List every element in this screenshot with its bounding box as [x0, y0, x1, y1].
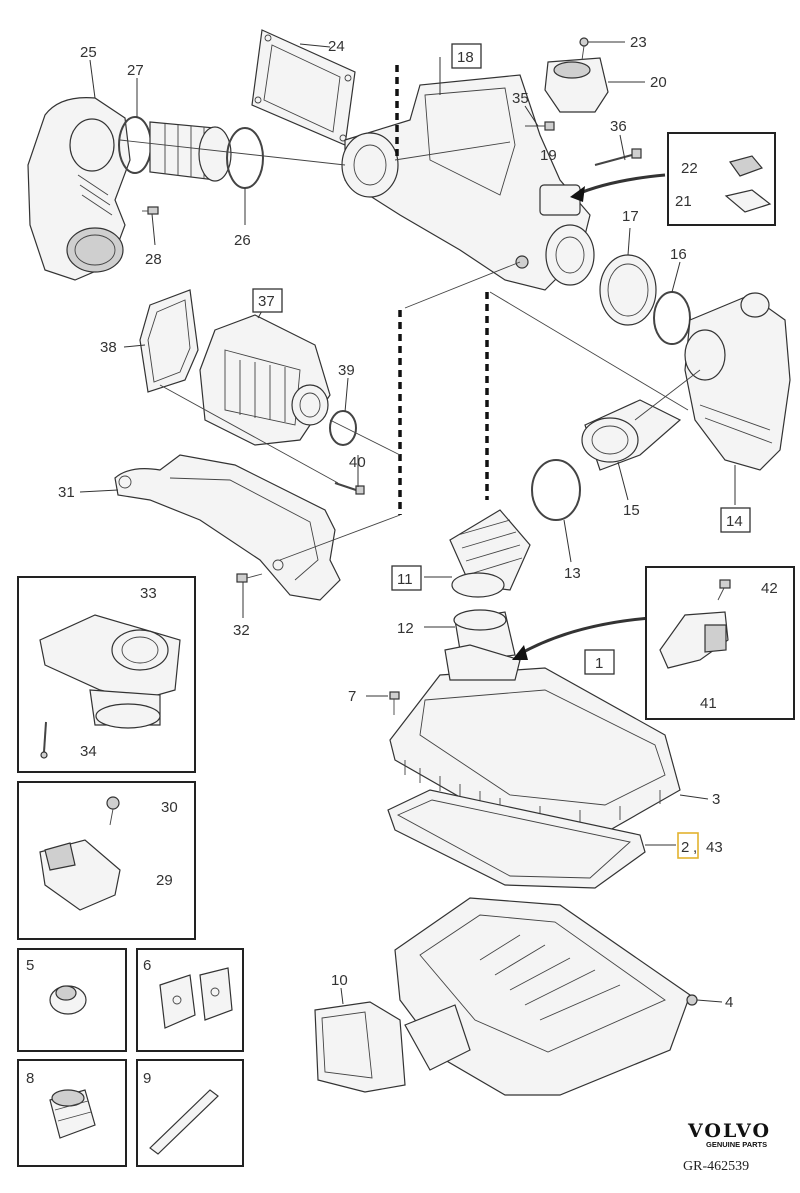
part-13-clamp — [531, 459, 581, 521]
part-28-bolt — [142, 206, 159, 215]
part-25-inlet-housing — [27, 97, 131, 281]
callout-40: 40 — [349, 454, 366, 471]
part-37-valve-housing — [199, 314, 331, 446]
reference-code: GR-462539 — [683, 1159, 749, 1174]
callout-18: 18 — [457, 49, 474, 66]
callout-24: 24 — [328, 38, 345, 55]
callout-22: 22 — [681, 160, 698, 177]
callout-41: 41 — [700, 695, 717, 712]
part-34-bolt — [40, 721, 48, 759]
callout-frame-1 — [584, 649, 615, 675]
callout-frame-11 — [391, 565, 422, 591]
callout-11: 11 — [397, 571, 413, 588]
callout-12: 12 — [397, 620, 414, 637]
part-18-intake-duct — [341, 74, 595, 291]
brand-subtitle: GENUINE PARTS — [706, 1140, 767, 1149]
part-41-mass-airflow-sensor — [659, 611, 729, 669]
part-26-o-ring — [226, 127, 264, 189]
part-6-gaskets — [159, 967, 233, 1029]
callout-30: 30 — [161, 799, 178, 816]
callout-8: 8 — [26, 1070, 34, 1087]
part-36-long-bolt — [594, 148, 642, 166]
callout-2: 2 — [681, 839, 689, 856]
callout-3: 3 — [712, 791, 720, 808]
callout-21: 21 — [675, 193, 692, 210]
callout-6: 6 — [143, 957, 151, 974]
callout-36: 36 — [610, 118, 627, 135]
callout-34: 34 — [80, 743, 97, 760]
callout-23: 23 — [630, 34, 647, 51]
callout-15: 15 — [623, 502, 640, 519]
part-15-resonator — [581, 399, 682, 471]
callout-43: 43 — [706, 839, 723, 856]
part-17-hose-ring — [599, 254, 657, 326]
part-23-screw — [579, 37, 589, 61]
part-16-clamp — [653, 291, 691, 345]
part-40-bolt — [334, 482, 365, 495]
part-5-grommet — [49, 985, 87, 1015]
part-10-intake-snorkel — [314, 1001, 471, 1093]
callout-29: 29 — [156, 872, 173, 889]
part-42-screw — [717, 579, 731, 601]
part-30-screw — [106, 796, 120, 826]
callout-35: 35 — [512, 90, 529, 107]
inset-box-21-22 — [667, 132, 776, 226]
part-21-gasket — [724, 189, 772, 213]
callout-37: 37 — [258, 293, 275, 310]
callout-26: 26 — [234, 232, 251, 249]
callout-19: 19 — [540, 147, 557, 164]
callout-9: 9 — [143, 1070, 151, 1087]
callout-13: 13 — [564, 565, 581, 582]
part-32-bolt — [236, 573, 263, 583]
callout-frame-37 — [252, 288, 283, 313]
callout-16: 16 — [670, 246, 687, 263]
part-7-screw — [389, 691, 400, 715]
callout-20: 20 — [650, 74, 667, 91]
part-29-pressure-sensor — [39, 839, 121, 911]
part-35-bolt — [525, 121, 555, 131]
callout-1: 1 — [595, 655, 603, 672]
callout-7: 7 — [348, 688, 356, 705]
callout-14: 14 — [726, 513, 743, 530]
part-9-seal-strip — [149, 1089, 219, 1155]
part-14-air-duct — [684, 292, 791, 471]
callout-10: 10 — [331, 972, 348, 989]
part-bellows-connector — [149, 121, 232, 182]
callout-27: 27 — [127, 62, 144, 79]
callout-frame-18 — [451, 43, 482, 69]
callout-4: 4 — [725, 994, 733, 1011]
callout-17: 17 — [622, 208, 639, 225]
callout-33: 33 — [140, 585, 157, 602]
callout-2-separator: , — [693, 839, 697, 856]
callout-32: 32 — [233, 622, 250, 639]
callout-38: 38 — [100, 339, 117, 356]
callout-39: 39 — [338, 362, 355, 379]
part-39-o-ring — [329, 410, 357, 446]
callout-frame-14 — [720, 507, 751, 533]
leader-lines — [79, 41, 736, 1005]
part-3-air-cleaner-cover — [389, 644, 681, 831]
part-20-sensor — [544, 57, 609, 113]
part-11-bellows-hose — [449, 509, 531, 598]
inset-box-5 — [17, 948, 127, 1052]
callout-25: 25 — [80, 44, 97, 61]
callout-31: 31 — [58, 484, 75, 501]
part-2-filter-element — [387, 789, 646, 889]
callout-labels: 25 27 26 28 24 18 23 20 35 19 36 22 21 1… — [26, 34, 778, 1087]
part-31-bracket — [114, 454, 341, 601]
callout-5: 5 — [26, 957, 34, 974]
callout-28: 28 — [145, 251, 162, 268]
callout-frame-2-highlight — [677, 832, 699, 859]
part-8-bushing — [49, 1089, 96, 1139]
part-33-throttle-body — [39, 614, 181, 729]
brand-logo: VOLVO — [687, 1120, 771, 1142]
callout-42: 42 — [761, 580, 778, 597]
part-38-gasket — [139, 289, 199, 393]
part-22-clip — [729, 155, 764, 177]
